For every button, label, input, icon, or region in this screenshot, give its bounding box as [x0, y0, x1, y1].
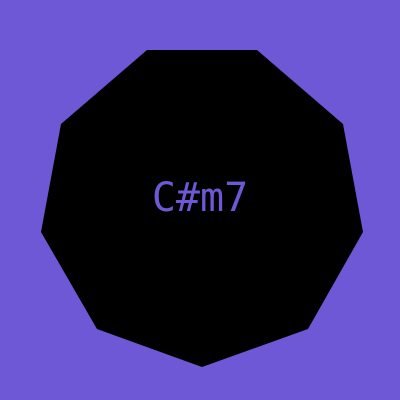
nonagon-shape [41, 50, 363, 367]
chord-label: C#m7 [152, 175, 248, 221]
